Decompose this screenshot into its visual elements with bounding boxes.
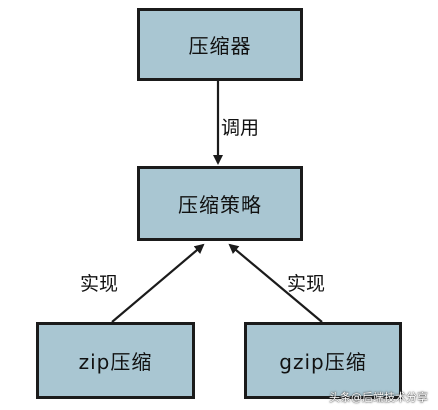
edge-label-call: 调用 bbox=[221, 117, 260, 139]
node-compressor: 压缩器 bbox=[137, 8, 303, 81]
node-zip-compression-label: zip压缩 bbox=[78, 350, 153, 374]
node-gzip-compression: gzip压缩 bbox=[244, 322, 402, 399]
node-compression-strategy: 压缩策略 bbox=[137, 166, 303, 241]
edge-label-implement-gzip: 实现 bbox=[287, 273, 326, 295]
node-compressor-label: 压缩器 bbox=[188, 34, 252, 58]
watermark: 头条@后端技术分享 bbox=[329, 391, 428, 404]
node-compression-strategy-label: 压缩策略 bbox=[178, 193, 262, 217]
node-gzip-compression-label: gzip压缩 bbox=[279, 350, 367, 374]
edge-label-implement-zip: 实现 bbox=[80, 273, 119, 295]
node-zip-compression: zip压缩 bbox=[36, 322, 195, 399]
arrow-gzip-to-strategy bbox=[228, 243, 323, 323]
arrow-zip-to-strategy bbox=[111, 243, 205, 323]
